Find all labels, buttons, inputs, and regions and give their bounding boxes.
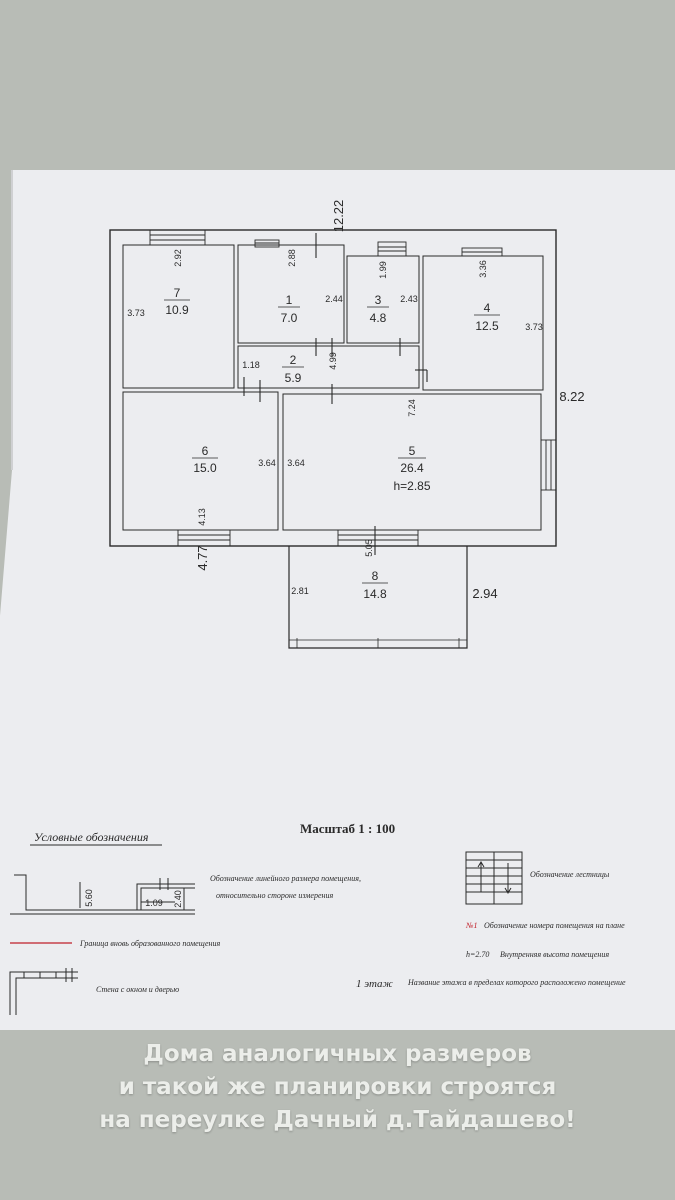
legend-height-sample: h=2.70 — [466, 950, 489, 959]
room-2-area: 5.9 — [285, 371, 302, 385]
room-2-number: 2 — [290, 353, 297, 367]
room-5-number: 5 — [409, 444, 416, 458]
room-2-outline — [237, 345, 420, 389]
legend-wall-sample — [9, 968, 78, 1015]
caption-line-1: Дома аналогичных размеров — [143, 1041, 532, 1067]
room-7-dim-width: 3.73 — [127, 308, 145, 318]
room-7-number: 7 — [174, 286, 181, 300]
legend-wall-label: Стена с окном и дверью — [96, 985, 180, 994]
legend-height-label: Внутренняя высота помещения — [500, 950, 609, 959]
caption-line-2: и такой же планировки строятся — [118, 1074, 557, 1100]
legend-boundary-label: Граница вновь образованного помещения — [79, 939, 220, 948]
room-1-dim-width: 2.44 — [325, 294, 343, 304]
floor-plan-sheet: 7 10.9 1 7.0 3 4.8 4 12.5 2 5.9 6 15.0 5… — [0, 170, 675, 1030]
room-6-dim-depth: 4.13 — [197, 508, 207, 526]
room-1-area: 7.0 — [281, 311, 298, 325]
room-6-number: 6 — [202, 444, 209, 458]
room-7-area: 10.9 — [165, 303, 189, 317]
room-3-dim-width: 2.43 — [400, 294, 418, 304]
room-6-dim-width: 3.64 — [258, 458, 276, 468]
room-8-dim-right: 2.94 — [472, 586, 497, 601]
room-4-number: 4 — [484, 301, 491, 315]
caption-line-3: на переулке Дачный д.Тайдашево! — [99, 1107, 576, 1133]
legend-dim-560: 5.60 — [84, 889, 94, 907]
room-5-dim-depth: 7.24 — [407, 399, 417, 417]
legend-dim-109: 1.09 — [145, 898, 163, 908]
room-5-height: h=2.85 — [393, 479, 430, 493]
doors — [243, 233, 428, 555]
room-4-area: 12.5 — [475, 319, 499, 333]
room-7-dim-depth: 2.92 — [173, 249, 183, 267]
room-3-area: 4.8 — [370, 311, 387, 325]
legend-title: Условные обозначения — [34, 830, 149, 844]
legend-dim-240: 2.40 — [173, 890, 183, 908]
room-5-dim-width: 3.64 — [287, 458, 305, 468]
room-8-number: 8 — [372, 569, 379, 583]
room-1-outline — [237, 244, 345, 344]
room-6-area: 15.0 — [193, 461, 217, 475]
room-5-area: 26.4 — [400, 461, 424, 475]
room-8-area: 14.8 — [363, 587, 387, 601]
room-4-dim-width: 3.73 — [525, 322, 543, 332]
legend-floor-label: Название этажа в пределах которого распо… — [407, 978, 626, 987]
room-4-dim-depth: 3.36 — [478, 260, 488, 278]
room-2-dim-width: 1.18 — [242, 360, 260, 370]
legend-room-no-sample: №1 — [465, 921, 478, 930]
legend-linear-size-label-1: Обозначение линейного размера помещения, — [210, 874, 361, 883]
room-2-dim-depth: 4.99 — [328, 352, 338, 370]
overall-depth-dim: 8.22 — [559, 389, 584, 404]
stairs-icon — [465, 851, 523, 905]
outer-dim-left: 4.77 — [195, 545, 210, 570]
room-3-dim-depth: 1.99 — [378, 261, 388, 279]
scale-label: Масштаб 1 : 100 — [300, 821, 395, 836]
floor-plan-drawing: 7 10.9 1 7.0 3 4.8 4 12.5 2 5.9 6 15.0 5… — [0, 170, 675, 1030]
room-8-dim-depth: 5.05 — [364, 539, 374, 557]
windows — [149, 229, 557, 547]
room-1-dim-depth: 2.88 — [287, 249, 297, 267]
room-1-number: 1 — [286, 293, 293, 307]
room-3-number: 3 — [375, 293, 382, 307]
outer-wall — [109, 229, 557, 547]
legend-stairs-label: Обозначение лестницы — [530, 870, 610, 879]
legend-room-no-label: Обозначение номера помещения на плане — [484, 921, 625, 930]
legend-dimension-sample — [10, 874, 195, 915]
legend-floor-sample: 1 этаж — [356, 978, 394, 990]
room-8-dim-left: 2.81 — [291, 586, 309, 596]
overall-width-dim: 12.22 — [331, 200, 346, 233]
legend-linear-size-label-2: относительно стороне измерения — [216, 891, 333, 900]
